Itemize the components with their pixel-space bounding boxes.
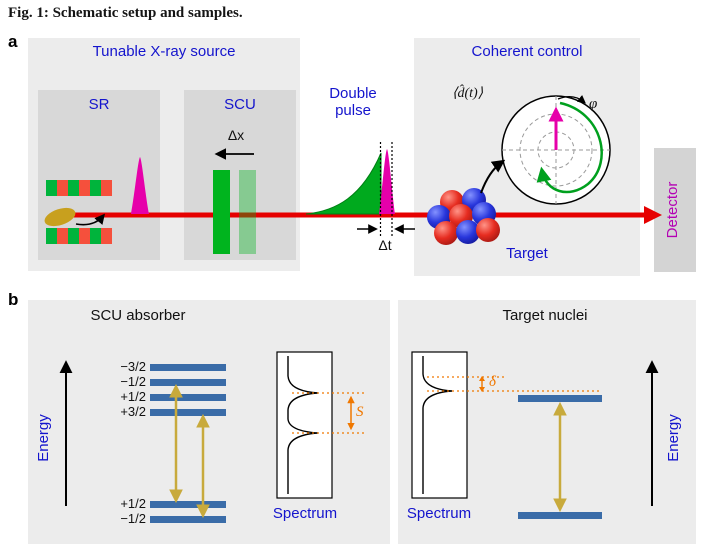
level-label-lower-m12: −1/2 [120,511,146,526]
energy-label-right: Energy [665,414,682,462]
level-label-lower-p12: +1/2 [120,496,146,511]
detector-label: Detector [664,181,681,239]
scu-absorber-title: SCU absorber [90,307,186,324]
coherent-control-panel [414,38,640,276]
double-pulse-envelope [305,152,382,215]
coherent-control-title: Coherent control [471,43,583,60]
level-label-p32: +3/2 [120,404,146,419]
figure-caption: Fig. 1: Schematic setup and samples. [8,5,243,21]
target-nuclei-title: Target nuclei [502,307,588,324]
double-pulse-label: Double pulse [329,85,377,119]
tunable-source-title: Tunable X-ray source [92,43,236,60]
level-label-m32: −3/2 [120,359,146,374]
scu-label: SCU [224,96,256,113]
delta-t-label: Δt [378,237,392,253]
level-label-p12: +1/2 [120,389,146,404]
spectrum-label-left: Spectrum [272,505,338,522]
panel-a-label: a [8,32,18,51]
sr-box [38,90,160,260]
phi-label: φ [589,96,598,112]
scu-box [184,90,296,260]
detuning-delta-label: δ [489,374,496,390]
dipole-expectation-label: ⟨d̂(t)⟩ [452,86,484,101]
panel-b-label: b [8,290,19,309]
target-label: Target [506,245,548,262]
spectrum-label-right: Spectrum [406,505,472,522]
delta-x-label: Δx [227,127,245,143]
sr-label: SR [88,96,110,113]
double-pulse-spike [379,149,395,214]
level-label-m12: −1/2 [120,374,146,389]
energy-label-left: Energy [35,414,52,462]
splitting-s-label: S [356,404,364,420]
